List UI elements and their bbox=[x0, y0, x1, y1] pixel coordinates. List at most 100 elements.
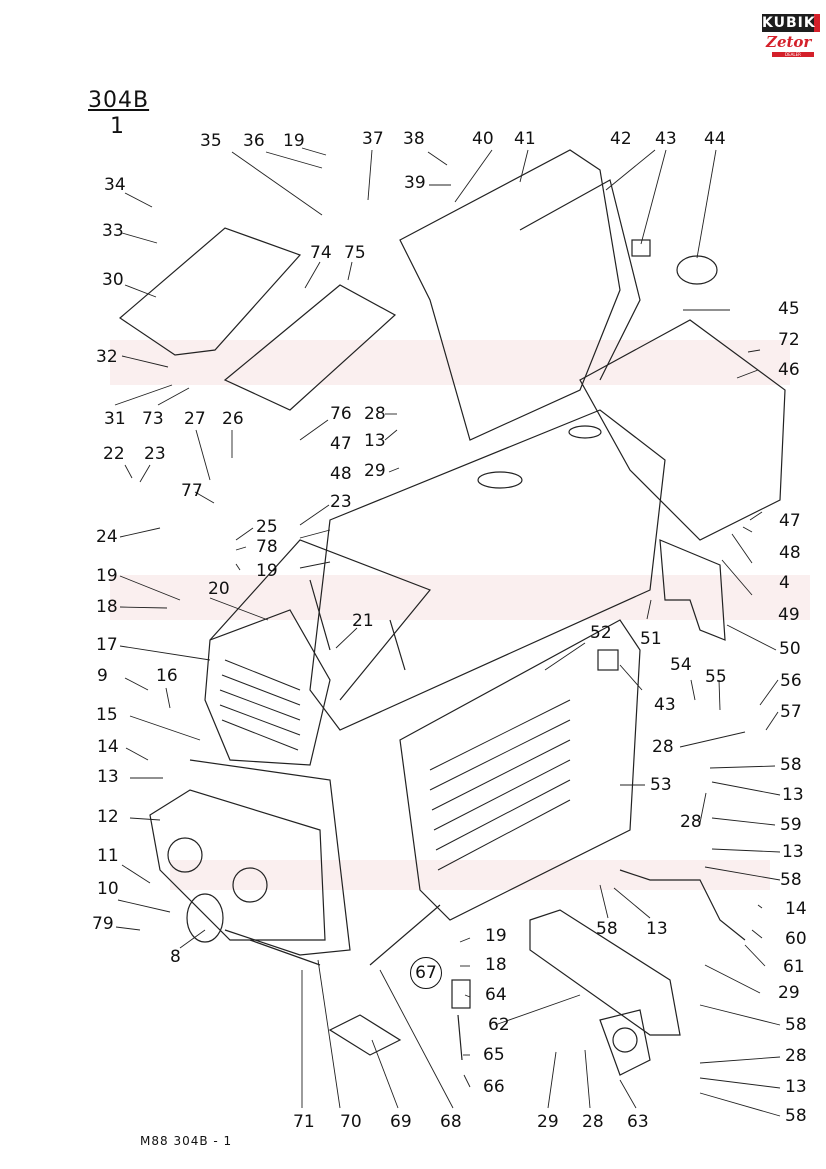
callout-16: 16 bbox=[156, 666, 178, 686]
callout-53: 53 bbox=[650, 775, 672, 795]
callout-8: 8 bbox=[170, 947, 181, 967]
frame-41 bbox=[399, 149, 621, 441]
callout-43: 43 bbox=[654, 695, 676, 715]
callout-25: 25 bbox=[256, 517, 278, 537]
grille-17 bbox=[204, 609, 331, 766]
plate-30 bbox=[119, 227, 302, 356]
callout-13: 13 bbox=[364, 431, 386, 451]
callout-18: 18 bbox=[485, 955, 507, 975]
callout-62: 62 bbox=[488, 1015, 510, 1035]
callout-57: 57 bbox=[780, 702, 802, 722]
callout-61: 61 bbox=[783, 957, 805, 977]
callout-11: 11 bbox=[97, 846, 119, 866]
callout-47: 47 bbox=[779, 511, 801, 531]
callout-19: 19 bbox=[256, 561, 278, 581]
mount-64 bbox=[451, 979, 471, 1009]
callout-56: 56 bbox=[780, 671, 802, 691]
callout-48: 48 bbox=[779, 543, 801, 563]
callout-19: 19 bbox=[485, 926, 507, 946]
callout-65: 65 bbox=[483, 1045, 505, 1065]
callout-34: 34 bbox=[104, 175, 126, 195]
watermark-band bbox=[110, 340, 790, 385]
callout-23: 23 bbox=[144, 444, 166, 464]
callout-52: 52 bbox=[590, 623, 612, 643]
callout-38: 38 bbox=[403, 129, 425, 149]
logo-brand: KUBIK bbox=[762, 14, 820, 32]
callout-58: 58 bbox=[785, 1106, 807, 1126]
callout-26: 26 bbox=[222, 409, 244, 429]
callout-28: 28 bbox=[364, 404, 386, 424]
support-62 bbox=[529, 909, 681, 1036]
pad-43 bbox=[631, 239, 651, 257]
callout-58: 58 bbox=[596, 919, 618, 939]
callout-58: 58 bbox=[780, 870, 802, 890]
callout-36: 36 bbox=[243, 131, 265, 151]
callout-43: 43 bbox=[655, 129, 677, 149]
callout-21: 21 bbox=[352, 611, 374, 631]
callout-18: 18 bbox=[96, 597, 118, 617]
callout-28: 28 bbox=[652, 737, 674, 757]
pad-43b bbox=[597, 649, 619, 671]
group-code: 304B bbox=[88, 88, 150, 113]
callout-73: 73 bbox=[142, 409, 164, 429]
callout-63: 63 bbox=[627, 1112, 649, 1132]
callout-28: 28 bbox=[680, 812, 702, 832]
rail-68 bbox=[369, 904, 441, 966]
callout-37: 37 bbox=[362, 129, 384, 149]
callout-30: 30 bbox=[102, 270, 124, 290]
callout-40: 40 bbox=[472, 129, 494, 149]
callout-78: 78 bbox=[256, 537, 278, 557]
plate-63 bbox=[599, 1009, 651, 1076]
callout-9: 9 bbox=[97, 666, 108, 686]
callout-72: 72 bbox=[778, 330, 800, 350]
callout-48: 48 bbox=[330, 464, 352, 484]
callout-13: 13 bbox=[782, 785, 804, 805]
callout-58: 58 bbox=[785, 1015, 807, 1035]
callout-46: 46 bbox=[778, 360, 800, 380]
callout-42: 42 bbox=[610, 129, 632, 149]
callout-77: 77 bbox=[181, 481, 203, 501]
callout-66: 66 bbox=[483, 1077, 505, 1097]
bracket-61 bbox=[619, 869, 746, 941]
callout-14: 14 bbox=[785, 899, 807, 919]
callout-24: 24 bbox=[96, 527, 118, 547]
drawing-reference: M88 304B - 1 bbox=[140, 1134, 233, 1148]
callout-4: 4 bbox=[779, 573, 790, 593]
callout-44: 44 bbox=[704, 129, 726, 149]
callout-20: 20 bbox=[208, 579, 230, 599]
side-panel-53 bbox=[399, 619, 641, 921]
callout-75: 75 bbox=[344, 243, 366, 263]
callout-69: 69 bbox=[390, 1112, 412, 1132]
callout-60: 60 bbox=[785, 929, 807, 949]
panel-12 bbox=[149, 789, 326, 941]
callout-13: 13 bbox=[782, 842, 804, 862]
callout-29: 29 bbox=[778, 983, 800, 1003]
callout-39: 39 bbox=[404, 173, 426, 193]
hood-body bbox=[309, 409, 666, 731]
callout-55: 55 bbox=[705, 667, 727, 687]
sheet-number: 1 bbox=[110, 114, 124, 139]
callout-41: 41 bbox=[514, 129, 536, 149]
callout-14: 14 bbox=[97, 737, 119, 757]
callout-28: 28 bbox=[785, 1046, 807, 1066]
callout-33: 33 bbox=[102, 221, 124, 241]
callout-59: 59 bbox=[780, 815, 802, 835]
callout-76: 76 bbox=[330, 404, 352, 424]
callout-10: 10 bbox=[97, 879, 119, 899]
callout-47: 47 bbox=[330, 434, 352, 454]
callout-35: 35 bbox=[200, 131, 222, 151]
frame-20 bbox=[209, 539, 431, 701]
callout-19: 19 bbox=[96, 566, 118, 586]
callout-71: 71 bbox=[293, 1112, 315, 1132]
frame-42 bbox=[519, 179, 641, 381]
callout-51: 51 bbox=[640, 629, 662, 649]
callout-45: 45 bbox=[778, 299, 800, 319]
callout-54: 54 bbox=[670, 655, 692, 675]
callout-13: 13 bbox=[785, 1077, 807, 1097]
gasket-69 bbox=[328, 1014, 402, 1056]
plate-75 bbox=[223, 284, 397, 411]
rail-71 bbox=[249, 939, 321, 966]
callout-13: 13 bbox=[97, 767, 119, 787]
callout-13: 13 bbox=[646, 919, 668, 939]
